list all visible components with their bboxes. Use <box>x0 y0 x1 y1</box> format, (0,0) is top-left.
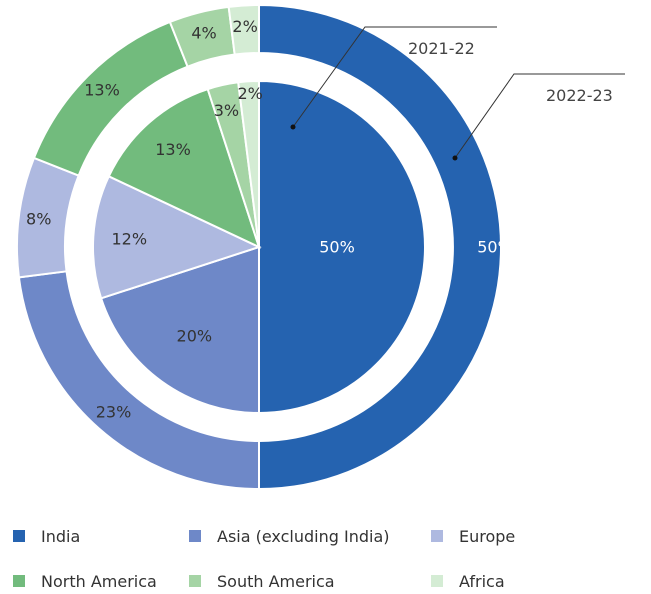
inner-slice-asia <box>99 245 260 415</box>
inner-label-asia: 20% <box>177 326 213 345</box>
inner-slice-europe <box>92 174 262 300</box>
callout-dot-2022-23 <box>452 155 458 161</box>
outer-label-south-america: 4% <box>191 23 216 42</box>
outer-ring-2022-23 <box>16 3 502 491</box>
inner-label-africa: 2% <box>238 84 263 103</box>
callout-label-2021-22: 2021-22 <box>408 39 475 58</box>
inner-slice-north-america <box>107 87 261 249</box>
callout-2021-22: 2021-22 <box>290 26 497 130</box>
outer-label-india: 50% <box>477 238 513 257</box>
callout-label-2022-23: 2022-23 <box>546 86 613 105</box>
outer-label-asia: 23% <box>96 403 132 422</box>
outer-label-europe: 8% <box>26 210 51 229</box>
outer-label-africa: 2% <box>232 17 257 36</box>
outer-slice-africa <box>227 3 260 56</box>
callout-line-2021-22 <box>292 26 497 128</box>
slice-labels: 50%20%12%13%3%2%50%23%8%13%4%2% <box>26 17 513 422</box>
callout-2022-23: 2022-23 <box>452 73 625 161</box>
inner-label-north-america: 13% <box>155 140 191 159</box>
inner-label-india: 50% <box>319 238 355 257</box>
inner-ring-2021-22 <box>92 79 426 415</box>
inner-slice-india <box>258 79 426 415</box>
inner-slice-africa <box>237 79 260 248</box>
outer-slice-india <box>258 3 502 491</box>
inner-label-south-america: 3% <box>214 101 239 120</box>
callout-line-2022-23 <box>454 73 625 159</box>
callout-dot-2021-22 <box>290 124 296 130</box>
outer-label-north-america: 13% <box>84 81 120 100</box>
inner-label-europe: 12% <box>111 229 147 248</box>
